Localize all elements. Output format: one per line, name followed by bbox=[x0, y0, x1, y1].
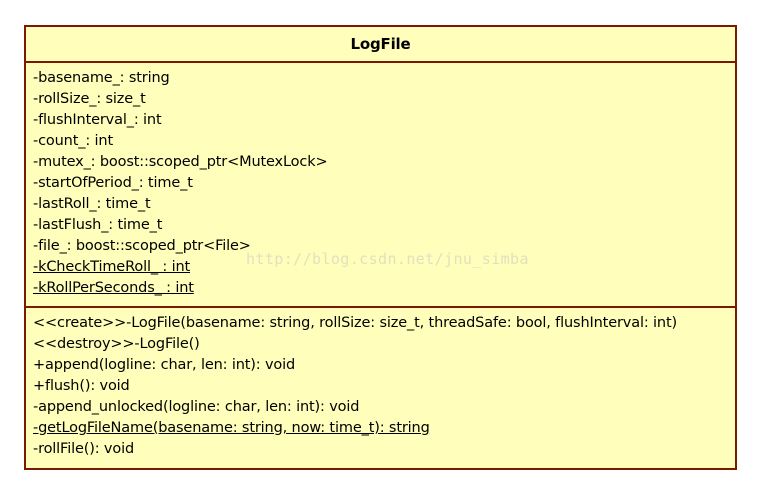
uml-attribute: -basename_: string bbox=[33, 70, 170, 86]
uml-operation: <<destroy>>-LogFile() bbox=[33, 336, 200, 352]
uml-attribute: -startOfPeriod_: time_t bbox=[33, 175, 193, 191]
uml-operation-static: -getLogFileName(basename: string, now: t… bbox=[33, 420, 430, 436]
uml-attribute: -flushInterval_: int bbox=[33, 112, 162, 128]
uml-attributes-compartment: -basename_: string -rollSize_: size_t -flu… bbox=[26, 63, 735, 306]
uml-attribute-static: -kRollPerSeconds_ : int bbox=[33, 280, 194, 296]
uml-attribute: -mutex_: boost::scoped_ptr<MutexLock> bbox=[33, 154, 328, 170]
uml-attribute: -lastFlush_: time_t bbox=[33, 217, 163, 233]
uml-title-divider bbox=[26, 61, 735, 63]
uml-attributes-divider bbox=[26, 306, 735, 308]
uml-class-box[interactable]: LogFile -basename_: string -rollSize_: si… bbox=[24, 25, 737, 470]
uml-operations-compartment: <<create>>-LogFile(basename: string, rol… bbox=[26, 308, 735, 468]
uml-operation: -append_unlocked(logline: char, len: int… bbox=[33, 399, 360, 415]
uml-operation: <<create>>-LogFile(basename: string, rol… bbox=[33, 315, 677, 331]
uml-class-name: LogFile bbox=[350, 35, 411, 53]
uml-attribute: -lastRoll_: time_t bbox=[33, 196, 151, 212]
uml-attribute: -file_: boost::scoped_ptr<File> bbox=[33, 238, 251, 254]
uml-operation: -rollFile(): void bbox=[33, 441, 135, 457]
uml-operation: +flush(): void bbox=[33, 378, 130, 394]
uml-attribute: -rollSize_: size_t bbox=[33, 91, 146, 107]
uml-operation: +append(logline: char, len: int): void bbox=[33, 357, 296, 373]
uml-attribute-static: -kCheckTimeRoll_ : int bbox=[33, 259, 191, 275]
uml-attribute: -count_: int bbox=[33, 133, 113, 149]
